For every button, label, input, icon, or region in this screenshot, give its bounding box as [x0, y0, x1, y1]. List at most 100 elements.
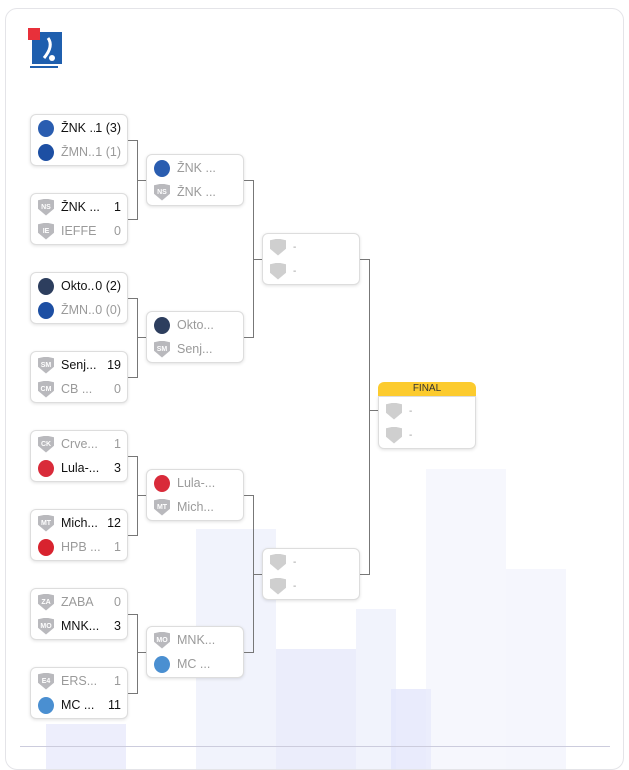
team-score: 0 — [114, 595, 121, 609]
connector-line — [369, 410, 378, 411]
team-name: ŽNK ... — [177, 161, 216, 175]
team-score: 1 (1) — [95, 145, 121, 159]
team-name: ŽNK ... — [61, 200, 100, 214]
divider — [20, 746, 610, 747]
team-row[interactable]: - — [379, 423, 475, 447]
team-name: MC ... — [61, 698, 95, 712]
connector-line — [137, 337, 146, 338]
team-shield-icon: CK — [38, 435, 54, 453]
empty-shield-icon — [270, 238, 286, 256]
team-score: 1 — [114, 437, 121, 451]
team-name: ŽMN... — [61, 145, 96, 159]
team-name: - — [409, 429, 413, 441]
team-name: - — [293, 580, 297, 592]
team-row[interactable]: SM Senj... 19 — [31, 353, 127, 377]
team-row[interactable]: ŽMN...1 (1) — [31, 140, 127, 164]
blue-crest-logo-icon — [38, 143, 54, 161]
team-shield-icon: NS — [154, 183, 170, 201]
team-row[interactable]: MC ... — [147, 652, 243, 676]
team-row[interactable]: ŽNK ... — [147, 156, 243, 180]
red-circle-logo-icon — [38, 538, 54, 556]
match-card[interactable]: Okto...0 (2)ŽMN...0 (0) — [30, 272, 128, 324]
match-card[interactable]: ŽNK ...1 (3)ŽMN...1 (1) — [30, 114, 128, 166]
team-name: Okto... — [61, 279, 96, 293]
team-name: Lula-... — [177, 476, 216, 490]
match-card[interactable]: -- — [378, 396, 476, 449]
team-name: ŽNK ... — [61, 121, 95, 135]
team-name: - — [293, 241, 297, 253]
team-shield-icon: MT — [154, 498, 170, 516]
connector-line — [128, 298, 137, 299]
team-name: - — [409, 405, 413, 417]
connector-line — [128, 219, 137, 220]
blue-crest-logo-icon — [38, 301, 54, 319]
team-row[interactable]: CK Crve... 1 — [31, 432, 127, 456]
team-score: 19 — [107, 358, 121, 372]
connector-line — [137, 180, 146, 181]
dinamo-logo-icon — [38, 119, 54, 137]
team-name: MNK... — [177, 633, 216, 647]
team-name: ERS... — [61, 674, 98, 688]
team-row[interactable]: MC ...11 — [31, 693, 127, 717]
match-card[interactable]: -- — [262, 548, 360, 600]
connector-line — [128, 614, 137, 615]
team-name: Crve... — [61, 437, 98, 451]
team-name: Senj... — [177, 342, 213, 356]
navy-ball-logo-icon — [38, 277, 54, 295]
team-score: 1 — [114, 674, 121, 688]
connector-line — [244, 495, 253, 496]
connector-line — [369, 259, 370, 575]
team-row[interactable]: - — [263, 235, 359, 259]
team-name: HPB ... — [61, 540, 101, 554]
connector-line — [128, 693, 137, 694]
team-row[interactable]: ŽMN...0 (0) — [31, 298, 127, 322]
team-row[interactable]: Okto...0 (2) — [31, 274, 127, 298]
team-score: 0 — [114, 224, 121, 238]
team-name: MNK... — [61, 619, 100, 633]
team-row[interactable]: Lula-...3 — [31, 456, 127, 480]
team-score: 0 (2) — [95, 279, 121, 293]
connector-line — [244, 337, 253, 338]
connector-line — [253, 574, 262, 575]
connector-line — [128, 140, 137, 141]
team-row[interactable]: HPB ...1 — [31, 535, 127, 559]
connector-line — [137, 456, 138, 536]
team-score: 12 — [107, 516, 121, 530]
connector-line — [128, 456, 137, 457]
team-row[interactable]: ŽNK ...1 (3) — [31, 116, 127, 140]
team-name: Senj... — [61, 358, 97, 372]
team-row[interactable]: - — [379, 399, 475, 423]
team-row[interactable]: Okto... — [147, 313, 243, 337]
team-row[interactable]: - — [263, 550, 359, 574]
team-row[interactable]: Lula-... — [147, 471, 243, 495]
team-row[interactable]: - — [263, 259, 359, 283]
team-row[interactable]: - — [263, 574, 359, 598]
team-shield-icon: SM — [38, 356, 54, 374]
organization-logo — [28, 28, 62, 68]
team-score: 0 (0) — [95, 303, 121, 317]
connector-line — [128, 377, 137, 378]
match-card[interactable]: -- — [262, 233, 360, 285]
team-name: - — [293, 265, 297, 277]
